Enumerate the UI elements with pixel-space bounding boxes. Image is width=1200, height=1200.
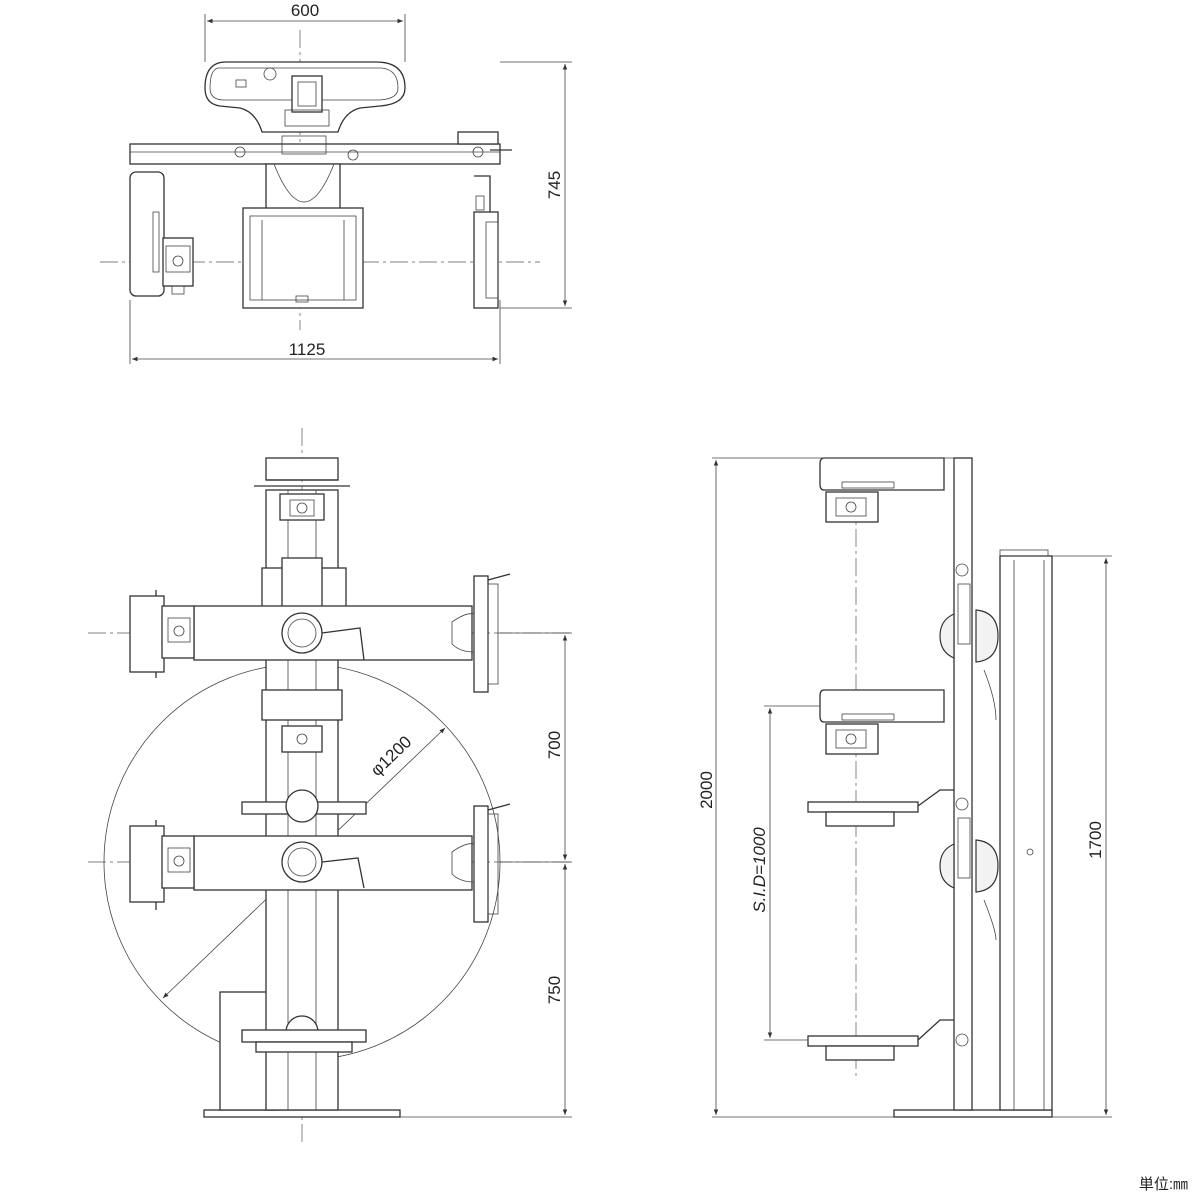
dim-2000: 2000 [697,771,716,809]
dim-700: 700 [545,731,564,759]
top-dimensions: 600 1125 745 [129,1,572,364]
dim-diameter: φ1200 [367,732,415,780]
dim-sid: S.I.D=1000 [750,827,769,913]
dim-745: 745 [545,171,564,199]
unit-label: 単位:㎜ [1138,1176,1188,1193]
side-view [807,457,1053,1118]
dim-1125: 1125 [289,340,326,359]
top-view [100,30,540,330]
front-view: φ1200 [88,428,570,1145]
front-dimensions: 700 750 [400,632,572,1118]
dim-1700: 1700 [1086,821,1105,859]
side-dimensions: 2000 1700 S.I.D=1000 [697,457,1112,1118]
dim-750: 750 [545,976,564,1004]
dim-600: 600 [291,1,319,20]
